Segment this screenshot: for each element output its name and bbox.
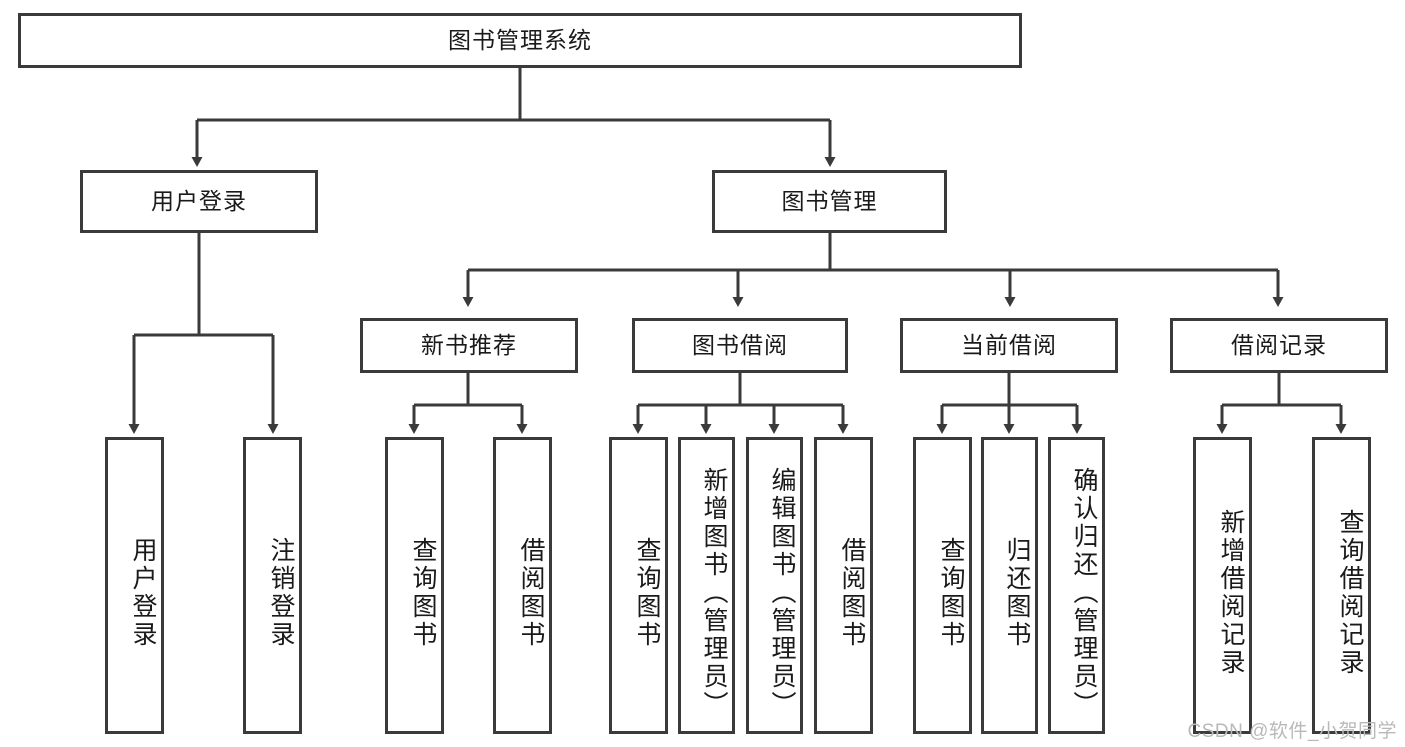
leaf-record-add-borrow-record[interactable]: 新增借阅记录 (1193, 437, 1252, 734)
node-label: 图书管理系统 (448, 26, 592, 53)
node-label: 查询借阅记录 (1336, 508, 1364, 677)
node-book-borrow[interactable]: 图书借阅 (632, 318, 848, 373)
node-label: 借阅图书 (517, 536, 545, 649)
node-borrow-record[interactable]: 借阅记录 (1170, 318, 1388, 373)
node-label: 查询图书 (409, 536, 437, 649)
node-user-login[interactable]: 用户登录 (80, 170, 318, 233)
leaf-borrow-query-book[interactable]: 查询图书 (609, 437, 668, 734)
node-label: 图书管理 (781, 187, 878, 214)
node-label: 当前借阅 (961, 331, 1057, 358)
node-label: 注销登录 (267, 536, 295, 649)
node-new-book-recommend[interactable]: 新书推荐 (360, 318, 578, 373)
leaf-recommend-borrow-book[interactable]: 借阅图书 (493, 437, 552, 734)
leaf-current-query-book[interactable]: 查询图书 (913, 437, 972, 734)
node-label: 借阅记录 (1231, 331, 1327, 358)
leaf-user-login[interactable]: 用户登录 (105, 437, 164, 734)
leaf-current-confirm-return-admin[interactable]: 确认归还（管理员） (1048, 437, 1105, 734)
node-label: 借阅图书 (838, 536, 866, 649)
node-label: 用户登录 (129, 536, 157, 649)
csdn-watermark: CSDN @软件_小贺同学 (1187, 721, 1397, 742)
node-book-management[interactable]: 图书管理 (712, 170, 947, 233)
leaf-logout[interactable]: 注销登录 (243, 437, 302, 734)
leaf-record-query-borrow-record[interactable]: 查询借阅记录 (1312, 437, 1371, 734)
node-current-borrow[interactable]: 当前借阅 (900, 318, 1118, 373)
node-label: 查询图书 (633, 536, 661, 649)
leaf-borrow-borrow-book[interactable]: 借阅图书 (814, 437, 873, 734)
node-label: 归还图书 (1003, 536, 1031, 649)
leaf-borrow-add-book-admin[interactable]: 新增图书（管理员） (678, 437, 735, 734)
node-label: 编辑图书（管理员） (768, 466, 796, 719)
node-label: 新书推荐 (421, 331, 517, 358)
node-label: 新增借阅记录 (1217, 508, 1245, 677)
leaf-recommend-query-book[interactable]: 查询图书 (385, 437, 444, 734)
node-label: 查询图书 (937, 536, 965, 649)
node-label: 图书借阅 (692, 331, 788, 358)
leaf-borrow-edit-book-admin[interactable]: 编辑图书（管理员） (746, 437, 803, 734)
node-label: 用户登录 (151, 187, 247, 214)
node-label: 新增图书（管理员） (700, 466, 728, 719)
node-root-book-management-system[interactable]: 图书管理系统 (18, 13, 1022, 68)
node-label: 确认归还（管理员） (1070, 466, 1098, 719)
leaf-current-return-book[interactable]: 归还图书 (981, 437, 1038, 734)
